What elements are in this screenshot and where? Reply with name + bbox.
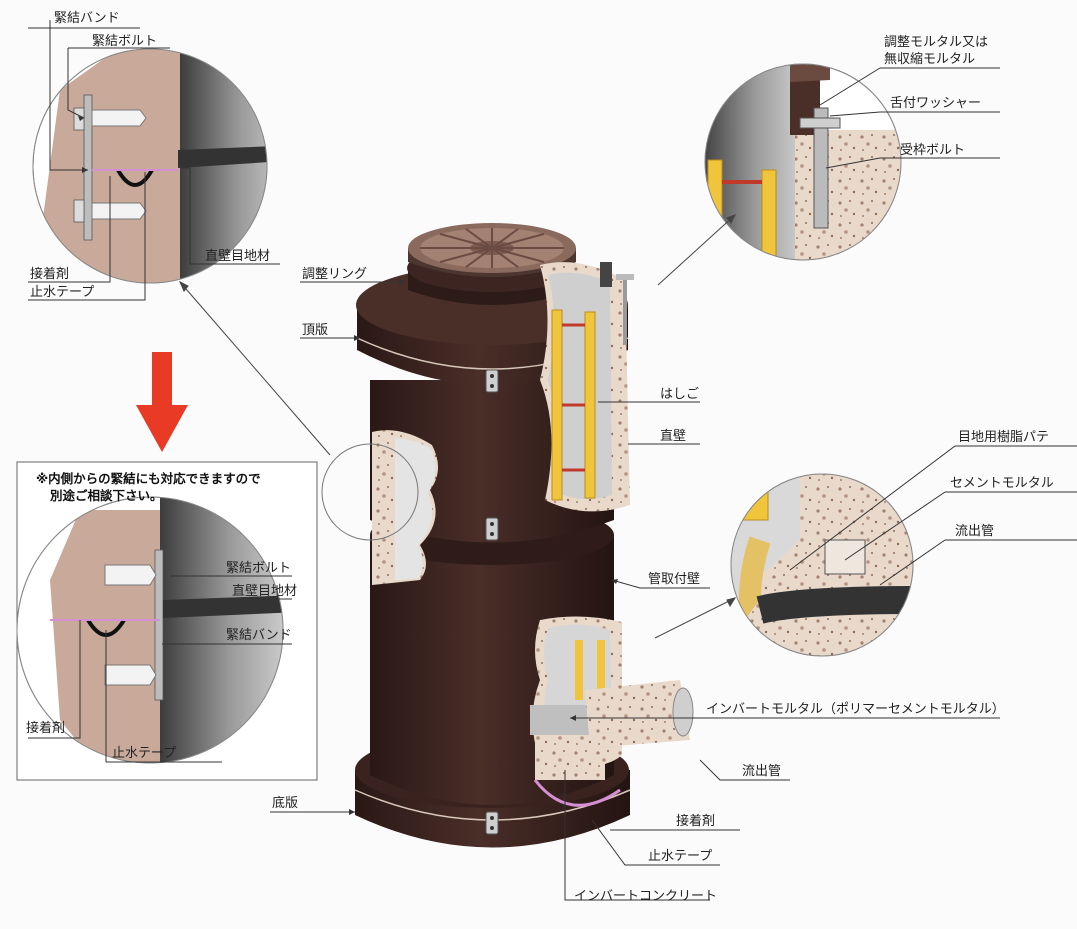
label-tl-bolt: 緊結ボルト: [92, 34, 158, 49]
note-text: ※内側からの緊結にも対応できますので 別途ご相談下さい。: [36, 470, 261, 504]
label-invert-mortar: インバートモルタル（ポリマーセメントモルタル）: [706, 702, 1005, 717]
manhole-body: [354, 223, 631, 848]
label-ring: 調整リング: [302, 267, 368, 282]
label-adhesive: 接着剤: [676, 814, 716, 829]
label-ladder: はしご: [660, 387, 700, 402]
label-invert-concrete: インバートコンクリート: [574, 889, 718, 904]
label-tr-washer: 舌付ワッシャー: [890, 96, 982, 111]
label-tl-tape: 止水テープ: [30, 285, 95, 300]
label-bl-tape: 止水テープ: [112, 746, 177, 761]
leader-arrowheads: [78, 116, 618, 815]
label-bl-bolt: 緊結ボルト: [226, 561, 292, 576]
label-bottom: 底版: [272, 796, 299, 811]
label-tr-mortar-2: 無収縮モルタル: [884, 52, 976, 67]
label-tr-bolt: 受枠ボルト: [900, 143, 966, 158]
label-bl-band: 緊結バンド: [226, 628, 292, 643]
upper-cutaway: [540, 262, 634, 512]
outflow-pipe: [585, 680, 694, 748]
label-tl-joint: 直壁目地材: [205, 249, 271, 264]
connector-lines: [178, 214, 737, 639]
down-arrow-icon: [136, 352, 188, 452]
detail-bottom-left: [16, 461, 318, 781]
detail-middle-right: [730, 473, 914, 657]
label-tl-band: 緊結バンド: [54, 11, 120, 26]
label-mr-outflow: 流出管: [955, 524, 995, 539]
detail-top-right: [704, 63, 902, 261]
label-tape: 止水テープ: [648, 849, 713, 864]
label-bl-adhesive: 接着剤: [26, 721, 66, 736]
label-bl-joint: 直壁目地材: [232, 584, 298, 599]
label-wall: 直壁: [660, 429, 687, 444]
detail-small-side: [321, 443, 419, 541]
label-top-slab: 頂版: [302, 323, 329, 338]
label-mr-resin: 目地用樹脂パテ: [958, 430, 1050, 445]
label-tl-adhesive: 接着剤: [30, 267, 70, 282]
label-mr-cement: セメントモルタル: [950, 476, 1054, 491]
label-pipe-wall: 管取付壁: [648, 572, 701, 587]
note-line-2: 別途ご相談下さい。: [50, 488, 163, 503]
label-tr-mortar-1: 調整モルタル又は: [884, 35, 989, 50]
leader-lines: [28, 20, 1077, 901]
note-line-1: ※内側からの緊結にも対応できますので: [36, 471, 261, 486]
label-outflow: 流出管: [742, 764, 782, 779]
